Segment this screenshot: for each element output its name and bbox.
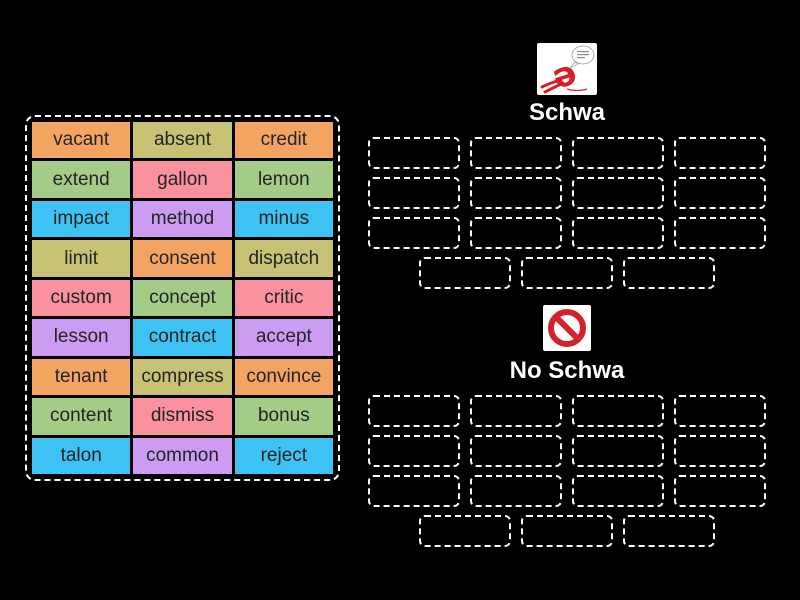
drop-slot[interactable] [623,515,715,547]
word-tile-contract[interactable]: contract [133,319,232,356]
word-tile-reject[interactable]: reject [234,437,333,474]
group-title-schwa: Schwa [528,99,606,126]
word-tile-custom[interactable]: custom [32,279,131,317]
drop-slot[interactable] [572,177,664,209]
slot-row [368,177,766,209]
drop-slot[interactable] [470,177,562,209]
drop-slot[interactable] [674,217,766,249]
drop-slot[interactable] [470,137,562,169]
word-tile-accept[interactable]: accept [234,319,333,356]
drop-slot[interactable] [368,137,460,169]
word-tile-talon[interactable]: talon [32,437,131,474]
drop-slot[interactable] [368,177,460,209]
word-tile-bonus[interactable]: bonus [234,398,333,435]
drop-slot[interactable] [572,475,664,507]
drop-slot[interactable] [572,217,664,249]
group-schwa: ə Schwa [368,43,766,297]
no-schwa-slot-grid [368,395,766,547]
drop-slot[interactable] [674,435,766,467]
slot-row [368,137,766,169]
drop-slot[interactable] [419,515,511,547]
drop-slot[interactable] [470,475,562,507]
group-no-schwa: No Schwa [368,305,766,555]
drop-slot[interactable] [368,217,460,249]
drop-slot[interactable] [674,475,766,507]
drop-slot[interactable] [623,257,715,289]
word-tile-convince[interactable]: convince [234,358,333,396]
word-tile-content[interactable]: content [32,398,131,435]
slot-row [368,475,766,507]
word-tile-vacant[interactable]: vacant [32,122,131,159]
word-tile-method[interactable]: method [133,200,232,238]
word-tile-concept[interactable]: concept [133,279,232,317]
word-tile-compress[interactable]: compress [133,358,232,396]
drop-slot[interactable] [674,177,766,209]
slot-row [368,515,766,547]
drop-slot[interactable] [572,435,664,467]
word-tile-lemon[interactable]: lemon [234,161,333,198]
schwa-character-icon: ə [537,43,597,95]
word-tile-tenant[interactable]: tenant [32,358,131,396]
word-tile-limit[interactable]: limit [32,240,131,277]
drop-slot[interactable] [470,435,562,467]
slot-row [368,257,766,289]
schwa-slot-grid [368,137,766,289]
word-tile-extend[interactable]: extend [32,161,131,198]
slot-row [368,395,766,427]
group-title-no-schwa: No Schwa [509,357,625,384]
word-tile-critic[interactable]: critic [234,279,333,317]
drop-slot[interactable] [368,435,460,467]
word-tile-minus[interactable]: minus [234,200,333,238]
word-tile-consent[interactable]: consent [133,240,232,277]
drop-slot[interactable] [368,475,460,507]
drop-slot[interactable] [470,217,562,249]
word-tile-credit[interactable]: credit [234,122,333,159]
drop-slot[interactable] [572,137,664,169]
drop-slot[interactable] [521,515,613,547]
drop-slot[interactable] [674,395,766,427]
slot-row [368,435,766,467]
drop-slot[interactable] [572,395,664,427]
drop-slot[interactable] [470,395,562,427]
word-tile-impact[interactable]: impact [32,200,131,238]
drop-slot[interactable] [674,137,766,169]
word-tile-gallon[interactable]: gallon [133,161,232,198]
word-tile-common[interactable]: common [133,437,232,474]
word-tile-lesson[interactable]: lesson [32,319,131,356]
drop-slot[interactable] [521,257,613,289]
drop-slot[interactable] [419,257,511,289]
drop-slot[interactable] [368,395,460,427]
word-tile-dispatch[interactable]: dispatch [234,240,333,277]
word-tile-absent[interactable]: absent [133,122,232,159]
slot-row [368,217,766,249]
word-tile-dismiss[interactable]: dismiss [133,398,232,435]
no-symbol-icon [543,305,591,351]
